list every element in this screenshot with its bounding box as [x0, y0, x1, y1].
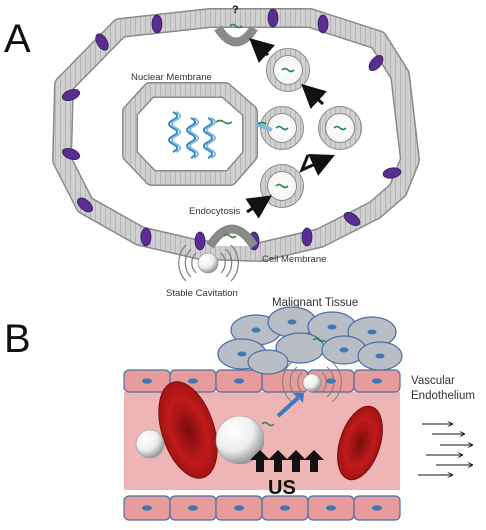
label-us: US — [268, 477, 296, 499]
label-stable-cavitation: Stable Cavitation — [166, 288, 238, 299]
membrane-pit-top — [214, 23, 258, 47]
vesicle — [318, 106, 362, 150]
vesicles — [260, 48, 362, 208]
membrane-proteins — [61, 8, 402, 251]
label-endocytosis: Endocytosis — [189, 206, 240, 217]
pathway-arrows — [245, 37, 335, 219]
ultrasound-arrows — [250, 450, 324, 472]
label-endothelium: Endothelium — [411, 390, 475, 402]
vesicle — [260, 164, 304, 208]
gene-release — [255, 121, 273, 132]
endothelium-bottom — [123, 495, 401, 521]
malignant-tissue — [217, 306, 403, 375]
panel-a-letter: A — [4, 17, 31, 61]
label-malignant-tissue: Malignant Tissue — [272, 297, 358, 309]
microbubble-arrow — [261, 393, 304, 427]
panel-b-letter: B — [4, 317, 31, 361]
microbubbles — [135, 415, 265, 465]
stable-cavitation-bubble — [178, 244, 239, 282]
label-vascular: Vascular — [411, 375, 455, 387]
membrane-pit-bottom — [206, 224, 258, 249]
dna-icon — [168, 111, 216, 159]
red-blood-cells — [158, 381, 383, 481]
question-mark: ? — [232, 4, 239, 16]
plasmid-icon — [215, 119, 233, 125]
nucleus — [122, 82, 258, 186]
cavitating-microbubble — [282, 361, 342, 403]
blood-flow-arrows — [418, 424, 472, 475]
cell-membrane — [52, 8, 420, 262]
label-nuclear-membrane: Nuclear Membrane — [131, 72, 212, 83]
label-cell-membrane: Cell Membrane — [262, 254, 326, 265]
vesicle — [266, 48, 310, 92]
